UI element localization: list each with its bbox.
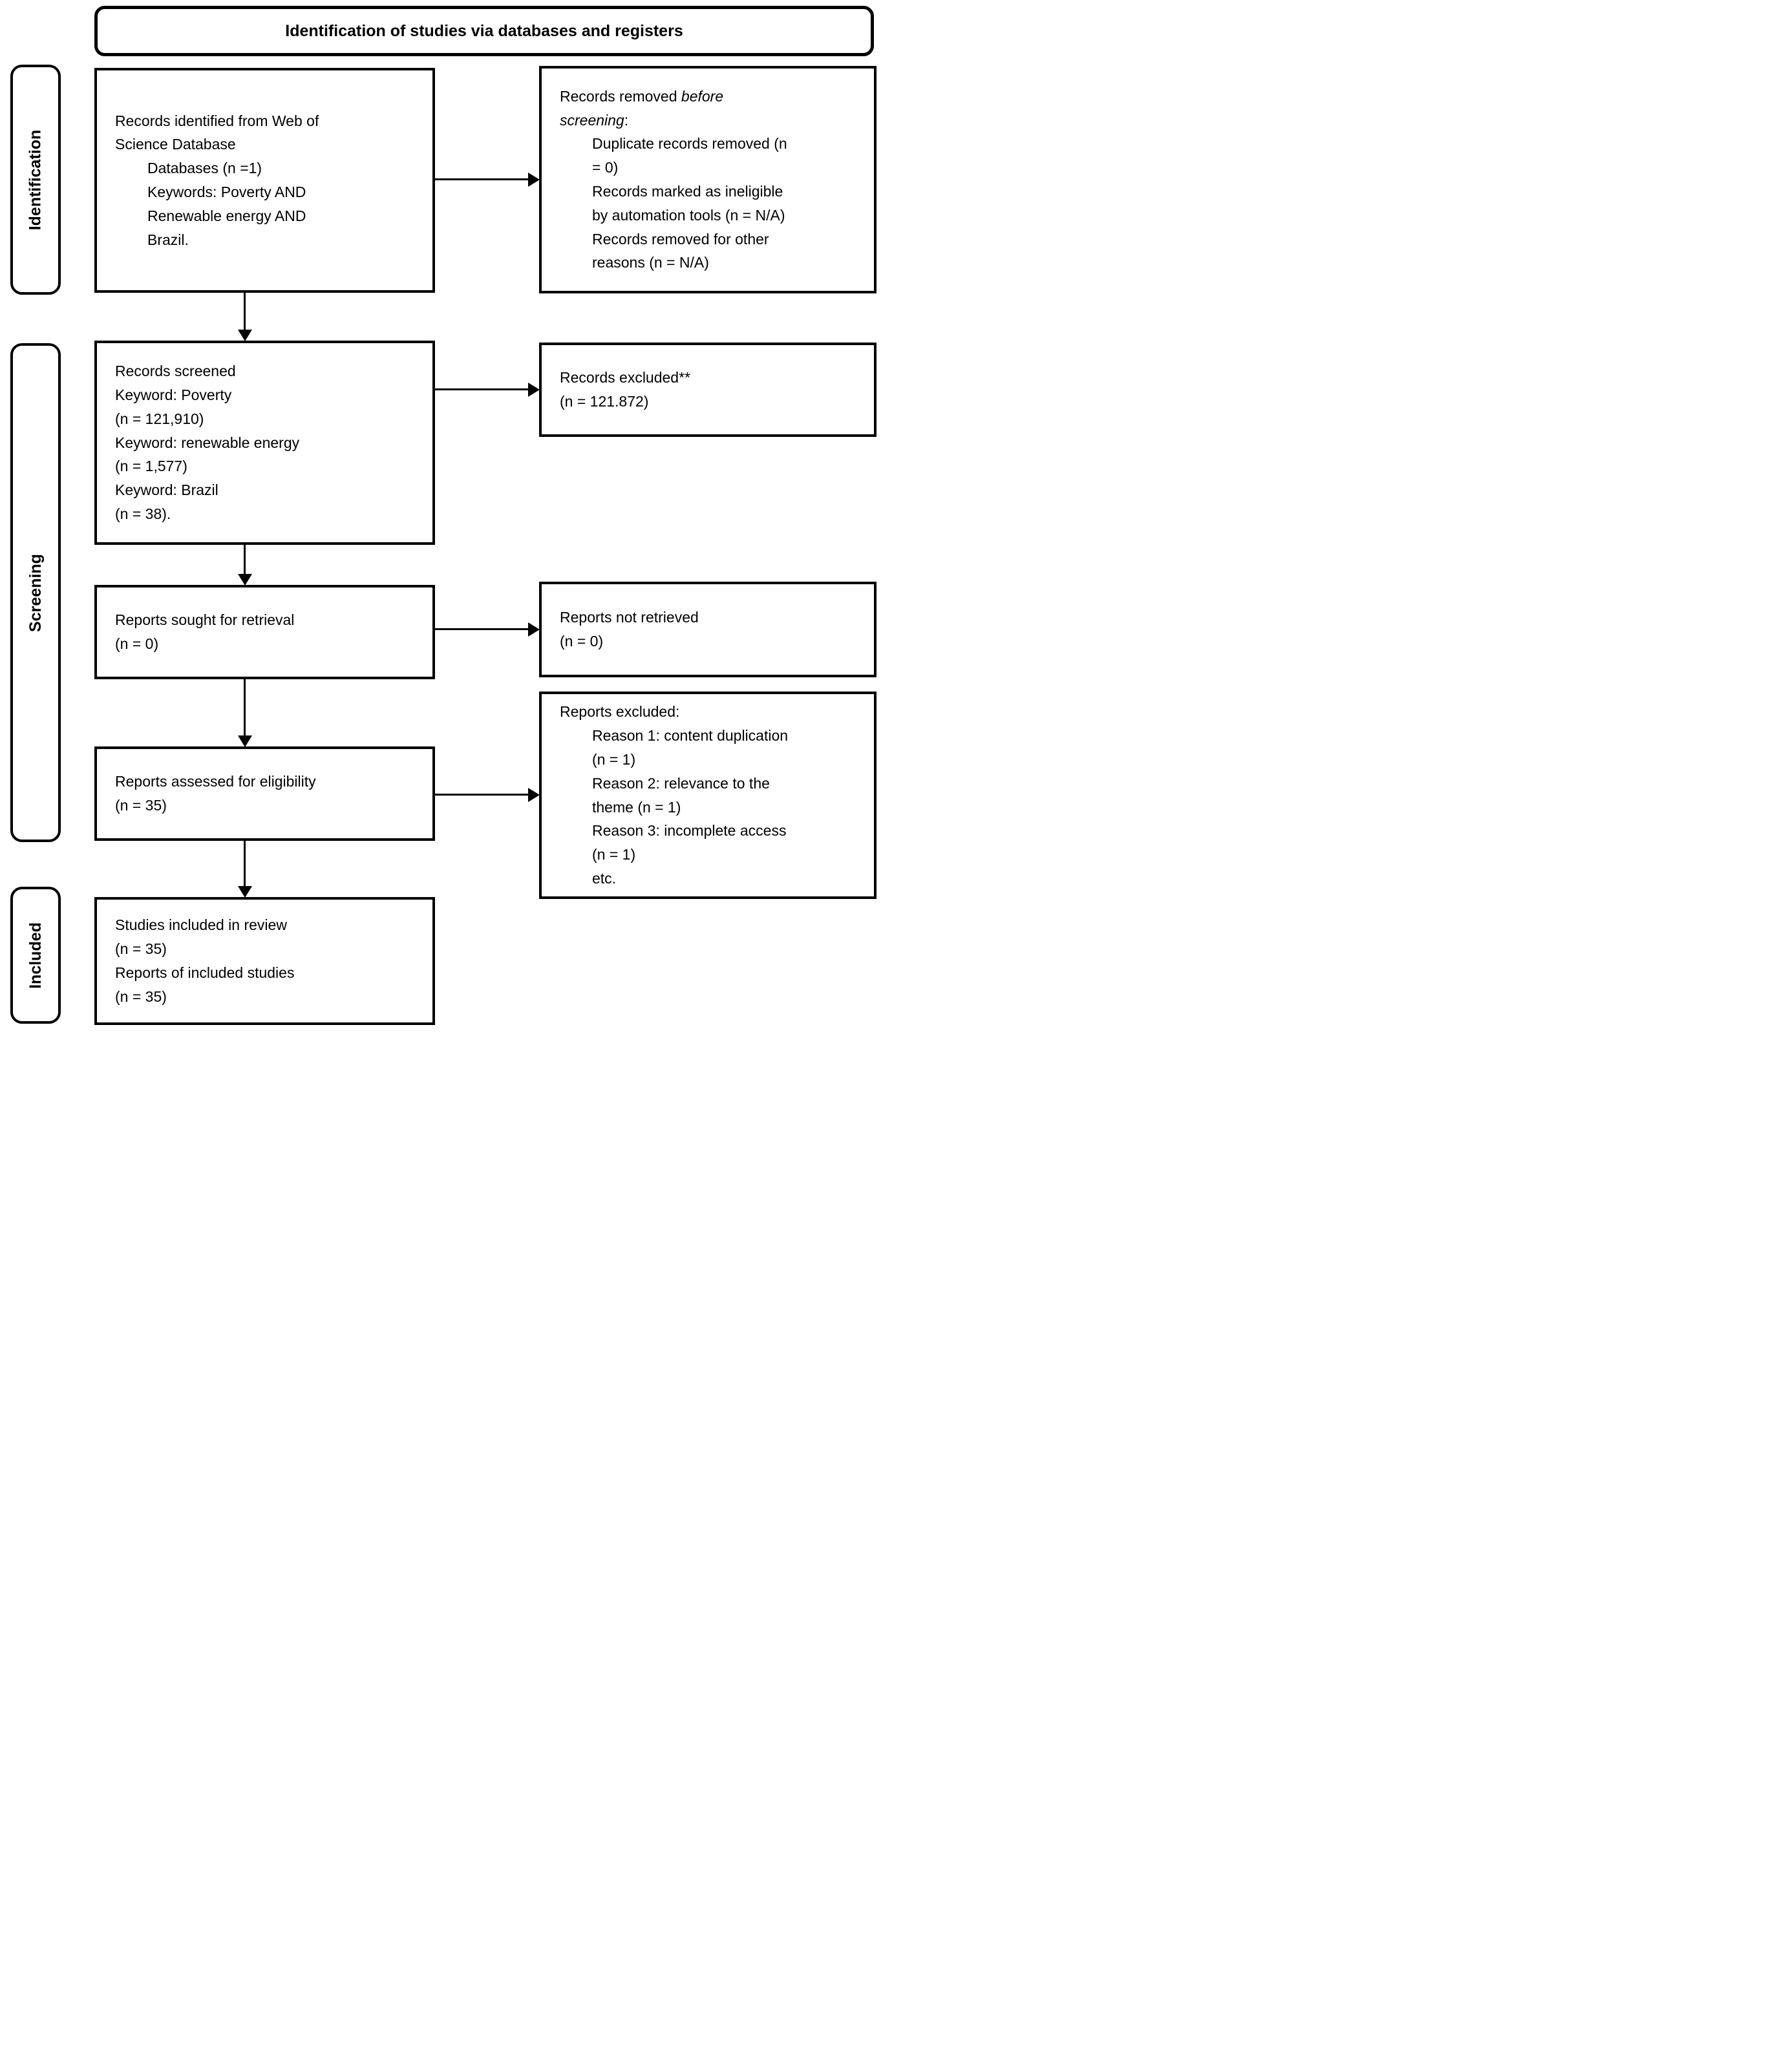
text-line: Reports sought for retrieval bbox=[115, 611, 295, 629]
diagram-title: Identification of studies via databases … bbox=[285, 21, 683, 40]
right-arrow-sought-to-not-retrieved bbox=[434, 622, 540, 637]
text-line: Reason 1: content duplication bbox=[592, 727, 789, 745]
text-line: (n = 35) bbox=[115, 940, 167, 958]
diagram-title-box: Identification of studies via databases … bbox=[94, 6, 874, 56]
text-line: Renewable energy AND bbox=[147, 207, 306, 224]
text-line: Duplicate records removed (n bbox=[592, 135, 787, 153]
text-segment-italic: before bbox=[681, 87, 724, 105]
arrowhead-down-icon bbox=[238, 735, 252, 747]
text-line: Reports of included studies bbox=[115, 964, 295, 981]
text-line: screening: bbox=[560, 109, 867, 132]
box-reports-sought: Reports sought for retrieval (n = 0) bbox=[94, 585, 435, 679]
stage-identification-label: Identification bbox=[26, 129, 45, 230]
arrowhead-down-icon bbox=[238, 330, 252, 341]
text-line: Records screened bbox=[115, 363, 236, 380]
text-line: Keywords: Poverty AND bbox=[147, 184, 306, 200]
text-line: Keyword: Brazil bbox=[115, 481, 218, 499]
down-arrow-assessed-to-included bbox=[238, 840, 252, 898]
text-line: Records marked as ineligible bbox=[592, 183, 783, 200]
box-studies-included: Studies included in review (n = 35) Repo… bbox=[94, 897, 435, 1025]
box-reports-excluded: Reports excluded: Reason 1: content dupl… bbox=[539, 692, 877, 899]
box-records-excluded: Records excluded** (n = 121.872) bbox=[539, 343, 877, 437]
text-segment: Records removed bbox=[560, 87, 681, 105]
box-records-screened: Records screened Keyword: Poverty (n = 1… bbox=[94, 341, 435, 545]
down-arrow-sought-to-assessed bbox=[238, 679, 252, 747]
stage-screening-label: Screening bbox=[26, 553, 45, 632]
text-line: (n = 1) bbox=[592, 846, 636, 863]
text-line: Keyword: renewable energy bbox=[115, 434, 300, 451]
arrow-shaft bbox=[434, 178, 529, 180]
arrow-shaft bbox=[244, 545, 246, 575]
arrowhead-right-icon bbox=[528, 383, 540, 397]
text-line: by automation tools (n = N/A) bbox=[592, 206, 785, 224]
text-line: Records removed before bbox=[560, 85, 867, 109]
text-line: = 0) bbox=[592, 159, 619, 176]
text-line: (n = 35) bbox=[115, 988, 167, 1005]
stage-included-label: Included bbox=[26, 922, 45, 989]
box-reports-assessed: Reports assessed for eligibility (n = 35… bbox=[94, 746, 435, 841]
text-line: Reports assessed for eligibility bbox=[115, 773, 316, 790]
text-line: Records excluded** bbox=[560, 369, 691, 386]
arrow-shaft bbox=[434, 794, 529, 796]
stage-identification: Identification bbox=[10, 65, 61, 295]
text-line: Records removed for other bbox=[592, 230, 769, 248]
arrowhead-down-icon bbox=[238, 886, 252, 898]
arrow-shaft bbox=[244, 679, 246, 736]
text-line: etc. bbox=[592, 869, 617, 887]
arrow-shaft bbox=[244, 292, 246, 330]
text-line: (n = 121,910) bbox=[115, 410, 204, 427]
text-line: Reports not retrieved bbox=[560, 609, 699, 626]
text-line: Studies included in review bbox=[115, 916, 287, 934]
text-line: Reports excluded: bbox=[560, 703, 680, 721]
text-line: Reason 2: relevance to the bbox=[592, 774, 770, 792]
right-arrow-identified-to-removed bbox=[434, 173, 540, 187]
box-reports-not-retrieved: Reports not retrieved (n = 0) bbox=[539, 582, 877, 677]
text-segment: : bbox=[624, 111, 629, 129]
text-line: Science Database bbox=[115, 136, 236, 153]
arrowhead-right-icon bbox=[528, 788, 540, 802]
prisma-flow-diagram: Identification of studies via databases … bbox=[0, 0, 888, 1036]
text-line: (n = 121.872) bbox=[560, 393, 649, 410]
stage-screening: Screening bbox=[10, 343, 61, 842]
text-line: Brazil. bbox=[147, 231, 189, 248]
right-arrow-assessed-to-reports-excluded bbox=[434, 788, 540, 802]
arrow-shaft bbox=[434, 628, 529, 630]
text-line: (n = 0) bbox=[560, 633, 604, 650]
down-arrow-identified-to-screened bbox=[238, 292, 252, 341]
text-segment-italic: screening bbox=[560, 111, 624, 129]
arrow-shaft bbox=[244, 840, 246, 887]
text-line: (n = 1) bbox=[592, 750, 636, 768]
text-line: (n = 38). bbox=[115, 505, 171, 522]
text-line: (n = 0) bbox=[115, 635, 159, 652]
text-line: (n = 35) bbox=[115, 797, 167, 814]
box-records-identified: Records identified from Web of Science D… bbox=[94, 68, 435, 293]
text-line: Reason 3: incomplete access bbox=[592, 822, 787, 840]
arrowhead-right-icon bbox=[528, 622, 540, 637]
arrowhead-right-icon bbox=[528, 173, 540, 187]
stage-included: Included bbox=[10, 887, 61, 1024]
box-records-removed: Records removed before screening: Duplic… bbox=[539, 66, 877, 293]
down-arrow-screened-to-sought bbox=[238, 545, 252, 586]
arrowhead-down-icon bbox=[238, 574, 252, 586]
text-line: Keyword: Poverty bbox=[115, 386, 232, 403]
text-line: Databases (n =1) bbox=[147, 160, 262, 177]
text-line: Records identified from Web of bbox=[115, 112, 319, 129]
arrow-shaft bbox=[434, 388, 529, 390]
right-arrow-screened-to-excluded bbox=[434, 383, 540, 397]
text-line: (n = 1,577) bbox=[115, 458, 187, 475]
text-line: theme (n = 1) bbox=[592, 798, 681, 816]
text-line: reasons (n = N/A) bbox=[592, 254, 709, 271]
